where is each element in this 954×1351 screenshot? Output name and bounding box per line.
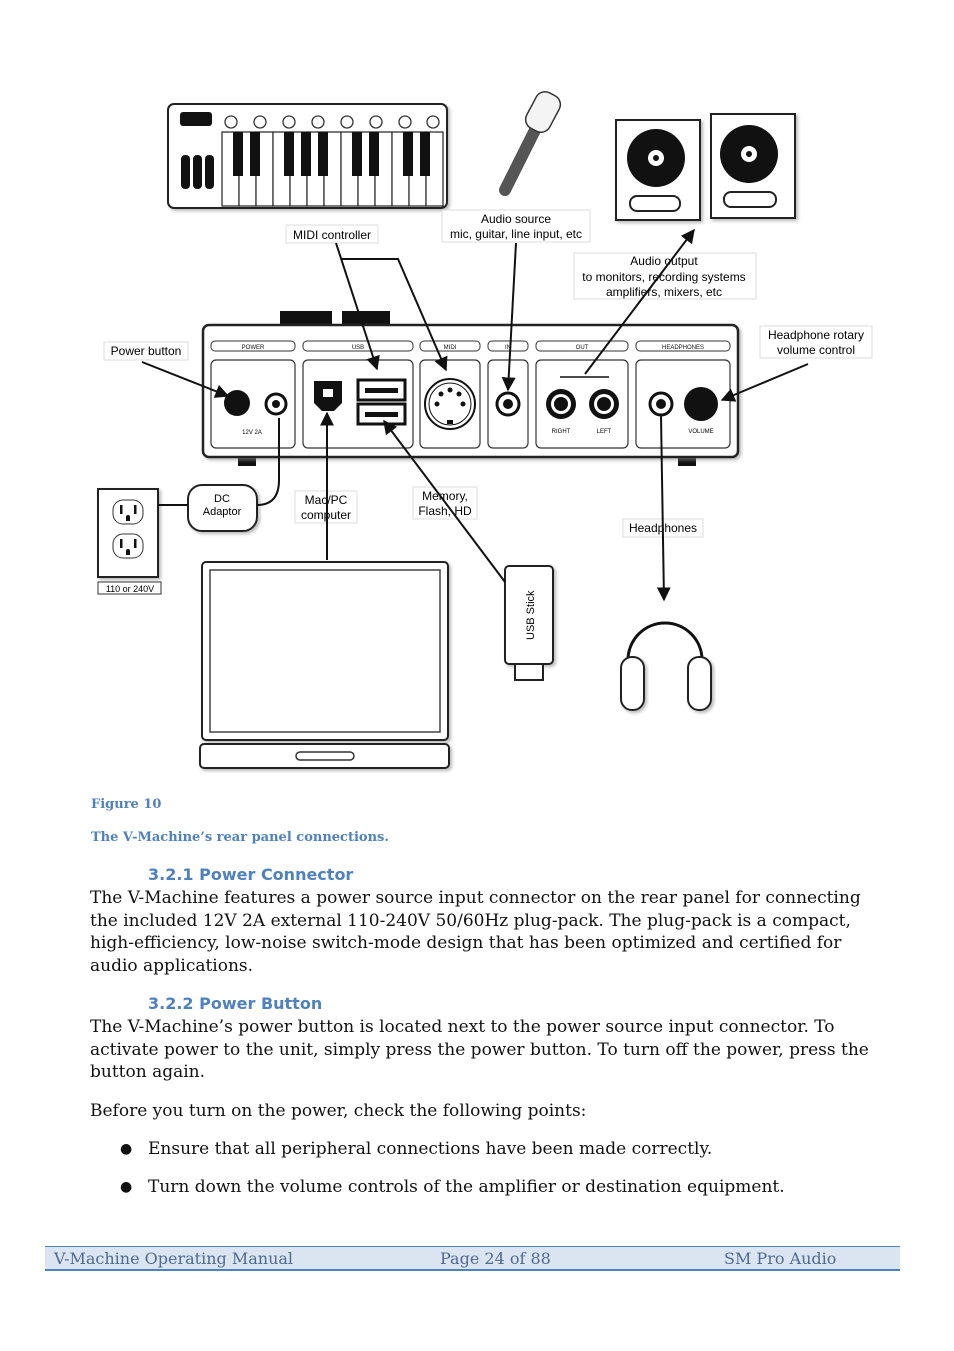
svg-text:Power button: Power button [111, 344, 182, 358]
paragraph-power-connector: The V-Machine features a power source in… [90, 888, 861, 976]
svg-text:USB: USB [352, 345, 364, 351]
paragraph-power-button: The V-Machine’s power button is located … [90, 1017, 869, 1082]
svg-text:Headphone rotary: Headphone rotary [768, 328, 864, 342]
svg-text:POWER: POWER [242, 345, 265, 351]
heading-power-connector: 3.2.1 Power Connector [148, 865, 354, 884]
label-headphone-rotary: Headphone rotary volume control [759, 325, 873, 359]
svg-text:amplifiers, mixers, etc: amplifiers, mixers, etc [606, 285, 722, 299]
power-button-knob [224, 390, 250, 416]
speaker-right-icon [710, 113, 796, 219]
svg-text:to monitors, recording systems: to monitors, recording systems [582, 270, 745, 284]
list-item: ●Ensure that all peripheral connections … [120, 1139, 713, 1159]
dc-adaptor-icon: DC Adaptor [187, 484, 258, 532]
svg-text:OUT: OUT [576, 345, 589, 351]
usb-stick-icon: USB Stick [504, 565, 554, 681]
bullet-icon: ● [120, 1179, 133, 1195]
heading-power-button: 3.2.2 Power Button [148, 994, 323, 1013]
svg-text:mic, guitar, line input, etc: mic, guitar, line input, etc [450, 227, 582, 241]
svg-text:LEFT: LEFT [597, 429, 612, 435]
footer-company: SM Pro Audio [724, 1249, 837, 1268]
svg-text:HEADPHONES: HEADPHONES [662, 345, 704, 351]
laptop-icon [199, 561, 450, 769]
svg-text:MIDI: MIDI [444, 345, 457, 351]
svg-text:Audio output: Audio output [630, 254, 698, 268]
svg-text:USB Stick: USB Stick [525, 590, 537, 640]
rear-panel-diagram: MIDI controller Audio source mic, guitar… [97, 91, 873, 769]
footer-page-number: Page 24 of 88 [440, 1249, 551, 1268]
speaker-left-icon [615, 119, 701, 221]
midi-keyboard [167, 103, 448, 209]
label-midi-controller: MIDI controller [285, 224, 379, 244]
svg-text:volume control: volume control [777, 343, 855, 357]
svg-text:VOLUME: VOLUME [688, 429, 713, 435]
svg-text:Flash, HD: Flash, HD [418, 504, 472, 518]
svg-text:Memory,: Memory, [422, 489, 468, 503]
figure-title: The V-Machine’s rear panel connections. [91, 830, 389, 845]
list-item: ●Turn down the volume controls of the am… [120, 1177, 785, 1197]
wall-outlet-icon: 110 or 240V [97, 488, 162, 595]
svg-text:MIDI controller: MIDI controller [293, 228, 371, 242]
svg-text:110 or 240V: 110 or 240V [106, 584, 154, 594]
paragraph-checklist-intro: Before you turn on the power, check the … [90, 1101, 587, 1121]
footer-manual-title: V-Machine Operating Manual [54, 1249, 294, 1268]
bullet-icon: ● [120, 1141, 133, 1157]
label-power-button: Power button [103, 341, 189, 361]
svg-text:DC: DC [214, 493, 230, 505]
power-checklist: ●Ensure that all peripheral connections … [118, 1137, 785, 1213]
svg-text:Audio source: Audio source [481, 212, 551, 226]
microphone-icon [499, 91, 562, 196]
svg-text:IN: IN [505, 345, 511, 351]
svg-text:RIGHT: RIGHT [552, 429, 571, 435]
label-audio-output: Audio output to monitors, recording syst… [573, 252, 757, 300]
v-machine-rear-panel: POWER USB MIDI IN OUT HEADPHONES 12V 2A [201, 311, 740, 466]
page-footer: V-Machine Operating Manual Page 24 of 88… [45, 1246, 900, 1271]
connection-arrows [141, 228, 809, 602]
figure-number: Figure 10 [91, 797, 162, 812]
headphones-icon [620, 621, 712, 711]
svg-text:12V 2A: 12V 2A [242, 430, 262, 436]
svg-text:Adaptor: Adaptor [203, 506, 242, 518]
label-audio-source: Audio source mic, guitar, line input, et… [441, 209, 591, 243]
